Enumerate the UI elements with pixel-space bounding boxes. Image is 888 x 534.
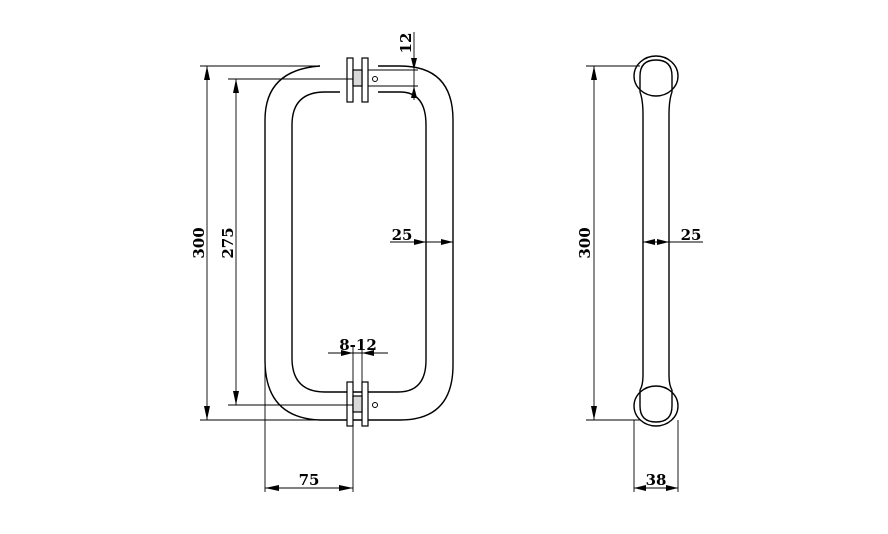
- dim-rose-diameter: 38: [633, 420, 679, 492]
- side-bar: [639, 91, 644, 391]
- dim-275-label: 275: [219, 227, 237, 258]
- handle-outer-outline: [264, 65, 454, 421]
- side-view: 300 25 38: [576, 55, 703, 492]
- top-standoff: [346, 57, 378, 103]
- dim-height-overall: 300: [190, 65, 318, 421]
- dim-side-25-label: 25: [681, 226, 702, 244]
- dim-300-label: 300: [190, 227, 208, 258]
- front-view: 300 275 12 25: [190, 32, 454, 492]
- dim-projection: 75: [264, 365, 354, 492]
- dim-75-label: 75: [299, 471, 320, 489]
- dim-standoff: 12: [368, 32, 418, 100]
- dim-glass-thickness: 8-12: [328, 336, 388, 382]
- dim-bar-diameter: 25: [390, 226, 453, 245]
- dim-side-300-label: 300: [576, 227, 594, 258]
- bottom-standoff: [346, 381, 378, 427]
- dim-height-centers: 275: [219, 78, 353, 406]
- dim-12-label: 12: [397, 33, 415, 54]
- set-screw-icon: [372, 402, 378, 408]
- set-screw-icon: [372, 76, 378, 82]
- dim-side-height: 300: [576, 65, 640, 421]
- bottom-rose: [633, 385, 679, 427]
- top-rose: [633, 55, 679, 97]
- dim-38-label: 38: [646, 471, 667, 489]
- dim-8-12-label: 8-12: [339, 336, 377, 354]
- dim-side-bar-diameter: 25: [643, 226, 703, 245]
- dim-25-label: 25: [392, 226, 413, 244]
